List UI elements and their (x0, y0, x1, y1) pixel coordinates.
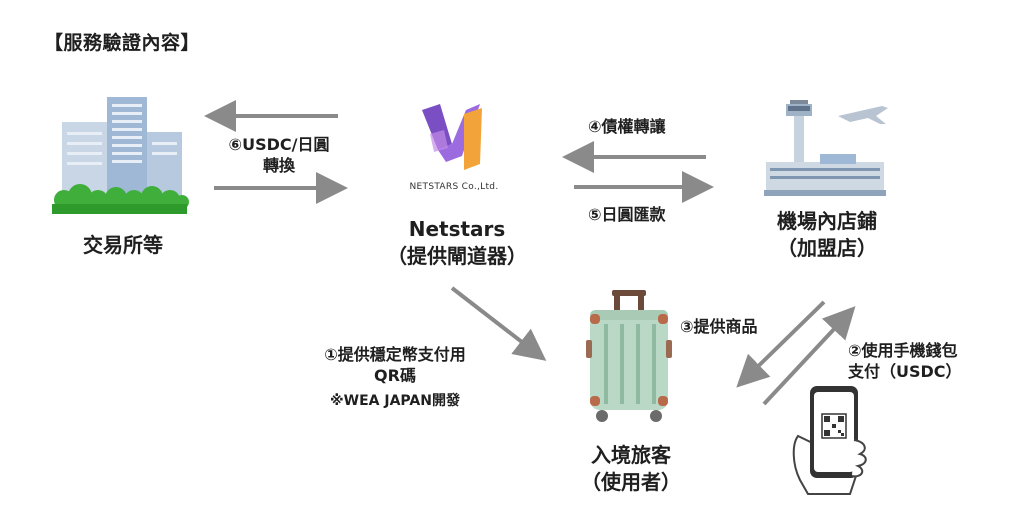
netstars-role: （提供閘道器） (387, 244, 527, 268)
exchange-building-icon (52, 97, 189, 214)
netstars-logo-text: NETSTARS Co.,Ltd. (409, 182, 499, 192)
step2-line2: 支付（USDC） (848, 362, 962, 381)
airport-store-label: 機場內店鋪 （加盟店） (732, 208, 922, 262)
arrow-step3 (736, 300, 826, 388)
traveler-role: （使用者） (581, 470, 681, 494)
step2-label: ②使用手機錢包 支付（USDC） (848, 340, 962, 382)
step1-note: ※WEA JAPAN開發 (330, 393, 460, 409)
phone-qr-icon (792, 386, 867, 495)
diagram-title: 【服務驗證內容】 (44, 32, 201, 54)
step5-label: ⑤日圓匯款 (588, 205, 666, 224)
netstars-label: Netstars （提供閘道器） (372, 216, 542, 270)
step4-label: ④債權轉讓 (588, 117, 666, 136)
step6-line2: 轉換 (262, 156, 295, 175)
traveler-name: 入境旅客 (591, 443, 671, 467)
arrow-step1 (450, 286, 547, 361)
traveler-label: 入境旅客 （使用者） (546, 442, 716, 496)
step6-label: ⑥USDC/日圓 轉換 (214, 134, 344, 176)
step3-label: ③提供商品 (680, 317, 758, 336)
airport-icon (764, 100, 888, 196)
exchange-label: 交易所等 (83, 233, 163, 257)
netstars-name: Netstars (408, 217, 506, 241)
airport-store-name: 機場內店鋪 (777, 209, 877, 233)
step1-line1: ①提供穩定幣支付用 (324, 345, 466, 364)
suitcase-icon (586, 290, 672, 422)
step1-line2: QR碼 (374, 366, 416, 385)
airport-store-role: （加盟店） (777, 236, 877, 260)
step1-label: ①提供穩定幣支付用 QR碼 (290, 344, 500, 386)
step6-line1: ⑥USDC/日圓 (228, 135, 330, 154)
arrow-step2 (762, 306, 856, 406)
netstars-logo-icon (422, 104, 482, 170)
step2-line1: ②使用手機錢包 (848, 341, 958, 360)
